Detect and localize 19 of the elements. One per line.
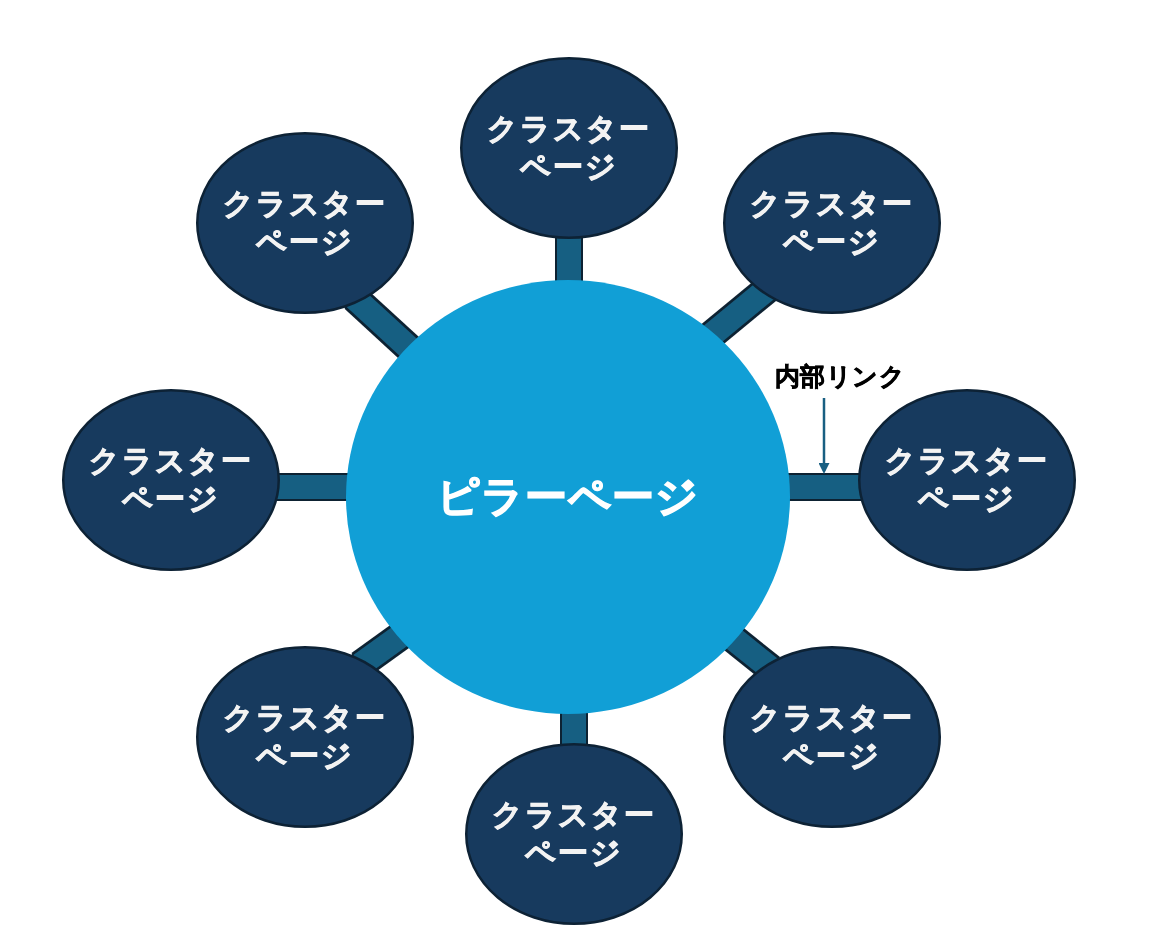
ellipse-node	[723, 132, 941, 314]
ellipse-node	[858, 389, 1076, 571]
ellipse-node	[460, 57, 678, 239]
node-label: クラスターページ	[222, 185, 388, 261]
leader-arrow	[818, 398, 830, 474]
node-label: クラスターページ	[749, 699, 915, 775]
callout-label: 内部リンク	[774, 362, 906, 392]
node-label: クラスターページ	[491, 796, 657, 872]
ellipse-node	[196, 132, 414, 314]
node-label: クラスターページ	[884, 442, 1050, 518]
ellipse-node	[196, 646, 414, 828]
ellipse-node	[62, 389, 280, 571]
node-label: クラスターページ	[749, 185, 915, 261]
node-label: クラスターページ	[88, 442, 254, 518]
ellipse-node	[465, 743, 683, 925]
node-label: クラスターページ	[486, 110, 652, 186]
node-label: クラスターページ	[222, 699, 388, 775]
node-label: ピラーページ	[437, 472, 699, 522]
ellipse-node	[723, 646, 941, 828]
